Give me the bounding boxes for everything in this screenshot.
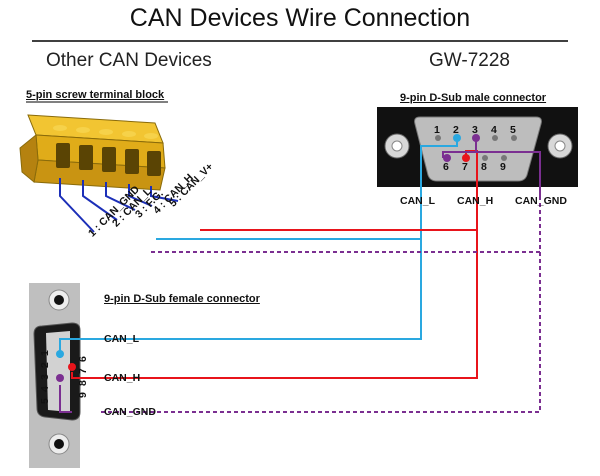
female-pin-2-number: 2 [39,362,51,368]
male-pin-3-number: 3 [472,124,478,136]
male-pin-1-number: 1 [434,124,440,136]
page-title: CAN Devices Wire Connection [129,4,471,32]
male-connector-label: 9-pin D-Sub male connector [400,92,547,104]
female-pin-5-number: 5 [39,398,51,404]
female-pin-7-marker [68,363,76,371]
male-pin-4-number: 4 [491,124,497,136]
male-pin-5-number: 5 [510,124,516,136]
female-pin-7-number: 7 [77,368,89,374]
female-dsub-connector [29,283,81,468]
wire-can-gnd [59,138,541,413]
male-pin-7-number: 7 [462,161,468,173]
female-pin-3-number: 3 [39,374,51,380]
male-pin-3-marker [472,134,480,142]
female-can-gnd-label: CAN_GND [104,406,156,418]
female-pin-4-number: 4 [39,386,51,392]
male-pin-8-number: 8 [481,161,487,173]
male-pin-6-marker [443,154,451,162]
male-pin-6-number: 6 [443,161,449,173]
wire-can-gnd-dashed [100,200,541,413]
terminal-block-label: 5-pin screw terminal block [26,89,165,101]
male-pin-2-number: 2 [453,124,459,136]
female-pin-3-marker [56,374,64,382]
male-can-l-label: CAN_L [400,195,436,207]
female-pin-6-number: 6 [77,356,89,362]
female-pin-8-number: 8 [77,380,89,386]
female-can-l-label: CAN_L [104,333,140,345]
female-can-h-label: CAN_H [104,372,141,384]
gateway-heading: GW-7228 [429,50,510,71]
female-pin-9-number: 9 [77,392,89,398]
female-connector-label: 9-pin D-Sub female connector [104,293,260,305]
male-pin-2-marker [453,134,461,142]
female-pin-1-number: 1 [39,350,51,356]
male-can-gnd-label: CAN_GND [515,195,567,207]
male-pin-7-marker [462,154,470,162]
terminal-block [19,114,166,191]
male-can-h-label: CAN_H [457,195,494,207]
other-devices-heading: Other CAN Devices [46,50,212,71]
male-pin-9-number: 9 [500,161,506,173]
female-pin-2-marker [56,350,64,358]
male-dsub-connector [377,107,578,187]
terminal-leads [59,178,179,233]
